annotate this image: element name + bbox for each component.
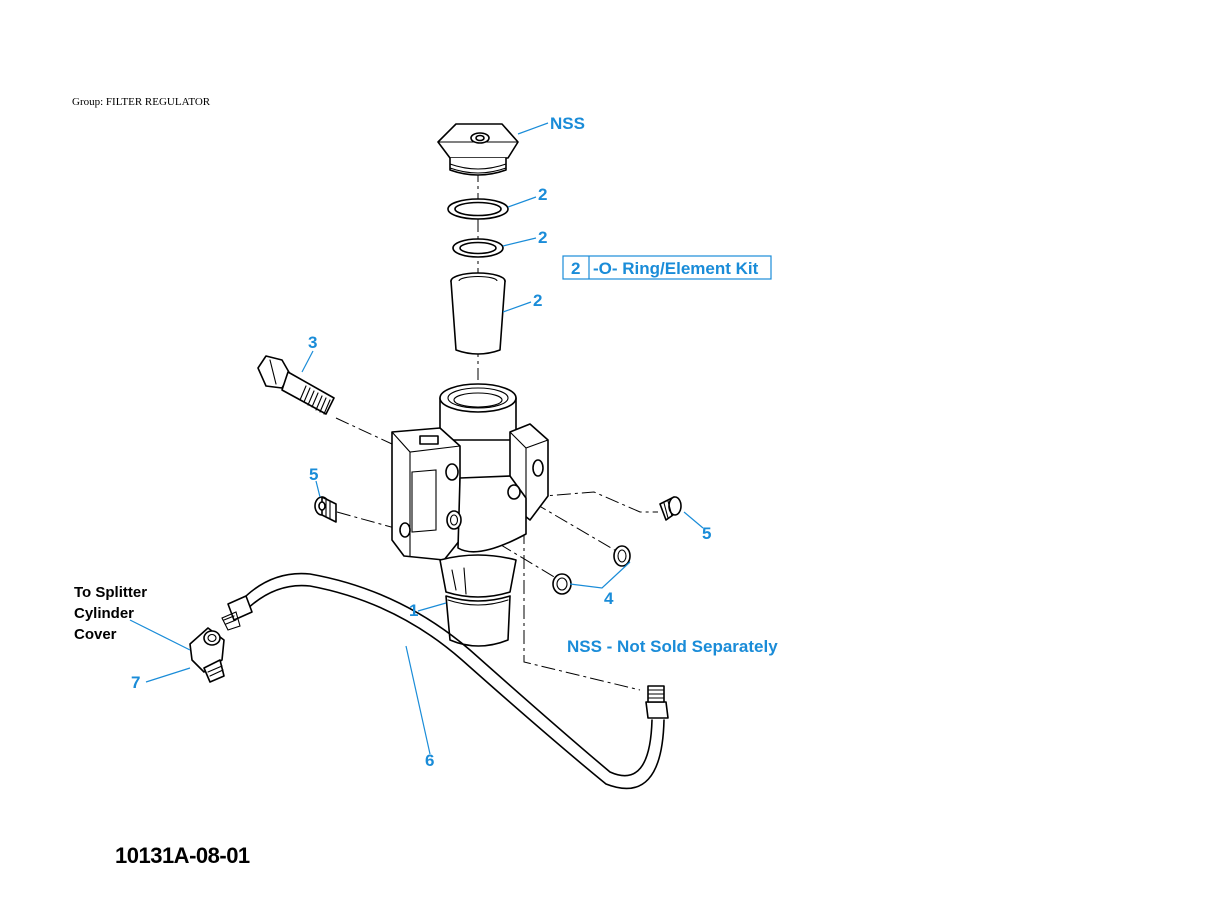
destination-line-2: Cylinder xyxy=(74,605,134,622)
callout-1-bowl: 1 xyxy=(409,601,418,620)
kit-number: 2 xyxy=(571,259,580,278)
callout-nss-cap: NSS xyxy=(550,114,585,133)
nss-legend: NSS - Not Sold Separately xyxy=(567,637,778,656)
destination-line-1: To Splitter xyxy=(74,584,147,601)
callout-2-element: 2 xyxy=(533,291,542,310)
group-label: Group: FILTER REGULATOR xyxy=(72,96,211,108)
kit-legend-box: 2 -O- Ring/Element Kit xyxy=(562,255,772,280)
washers xyxy=(552,545,631,595)
leader-lines xyxy=(129,122,704,755)
o-ring-upper xyxy=(447,198,509,220)
kit-description: -O- Ring/Element Kit xyxy=(593,259,759,278)
callouts: NSS 2 2 2 3 5 5 4 1 6 7 xyxy=(131,114,711,770)
o-ring-lower xyxy=(452,238,504,258)
regulator-body xyxy=(391,383,549,598)
callout-5-right-plug: 5 xyxy=(702,524,711,543)
callout-6-tube: 6 xyxy=(425,751,434,770)
callout-5-left-plug: 5 xyxy=(309,465,318,484)
pipe-plug-right xyxy=(659,496,682,521)
callout-7-elbow: 7 xyxy=(131,673,140,692)
drawing-number: 10131A-08-01 xyxy=(115,843,250,868)
callout-4-washers: 4 xyxy=(604,589,614,608)
pipe-plug-left xyxy=(314,496,337,523)
callout-2-lower-oring: 2 xyxy=(538,228,547,247)
destination-note: To Splitter Cylinder Cover xyxy=(74,584,147,643)
filter-cap xyxy=(437,123,519,176)
adjusting-bolt xyxy=(257,355,335,415)
destination-line-3: Cover xyxy=(74,626,117,643)
callout-2-upper-oring: 2 xyxy=(538,185,547,204)
filter-element xyxy=(450,272,506,355)
air-tube xyxy=(221,572,669,790)
callout-3-bolt: 3 xyxy=(308,333,317,352)
elbow-fitting xyxy=(189,627,225,683)
